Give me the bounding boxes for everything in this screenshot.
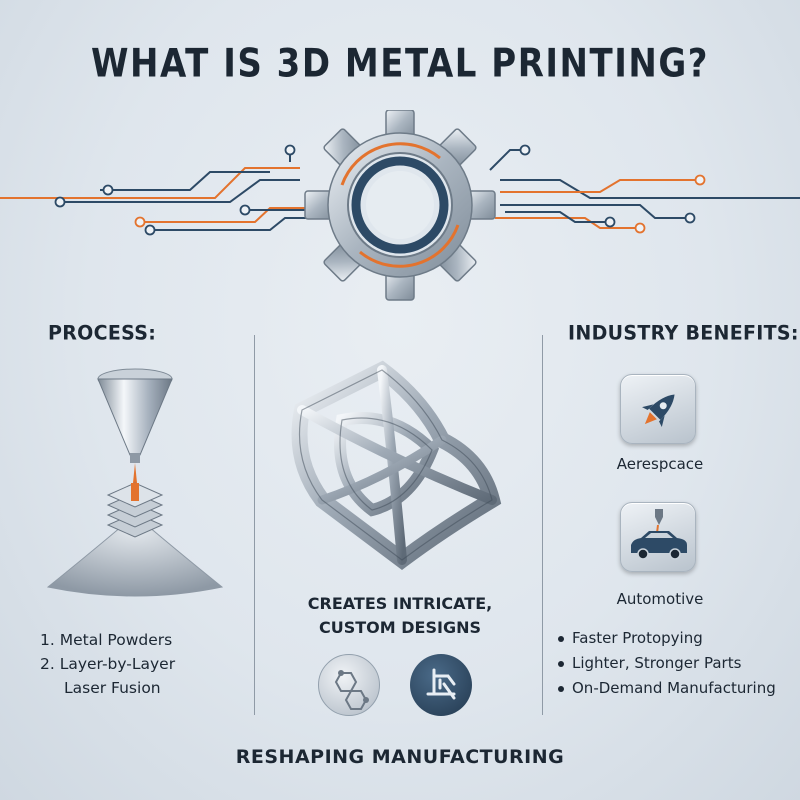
page-title: WHAT IS 3D METAL PRINTING? [91,41,709,87]
benefits-heading: INDUSTRY BENEFITS: [568,321,799,345]
process-heading: PROCESS: [48,321,157,345]
bullet-icon [558,660,564,667]
center-caption: CREATES INTRICATE, CUSTOM DESIGNS [258,592,542,640]
nozzle-icon [46,368,224,597]
center-caption-line: CREATES INTRICATE, [307,594,493,613]
benefit-text: On-Demand Manufacturing [572,679,776,697]
process-step: 1. Metal Powders [40,631,173,649]
gear-icon [304,110,496,301]
car-icon [620,502,696,572]
footer-tagline: RESHAPING MANUFACTURING [235,746,565,768]
industry-label-aerospace: Aerespcace [616,455,704,473]
bullet-icon [558,635,564,642]
column-divider-left [254,335,255,715]
circuit-nodes [54,144,706,236]
rocket-icon [620,374,696,444]
process-steps: 1. Metal Powders 2. Layer-by-Layer Laser… [40,628,240,700]
process-step: Laser Fusion [64,679,161,697]
column-divider-right [542,335,543,715]
circuit-lines [0,149,800,231]
bullet-icon [558,685,564,692]
list-item: Lighter, Stronger Parts [558,651,798,676]
printer-arm-icon [410,654,472,716]
benefits-list: Faster Protopying Lighter, Stronger Part… [558,626,798,701]
gear-circuit-graphic [0,110,800,301]
benefit-text: Lighter, Stronger Parts [572,654,742,672]
industry-label-automotive: Automotive [616,590,704,608]
process-step: 2. Layer-by-Layer [40,655,176,673]
list-item: Faster Protopying [558,626,798,651]
molecule-icon [318,654,380,716]
center-caption-line: CUSTOM DESIGNS [319,618,481,637]
list-item: On-Demand Manufacturing [558,676,798,701]
benefit-text: Faster Protopying [572,629,703,647]
lattice-icon [291,360,502,570]
